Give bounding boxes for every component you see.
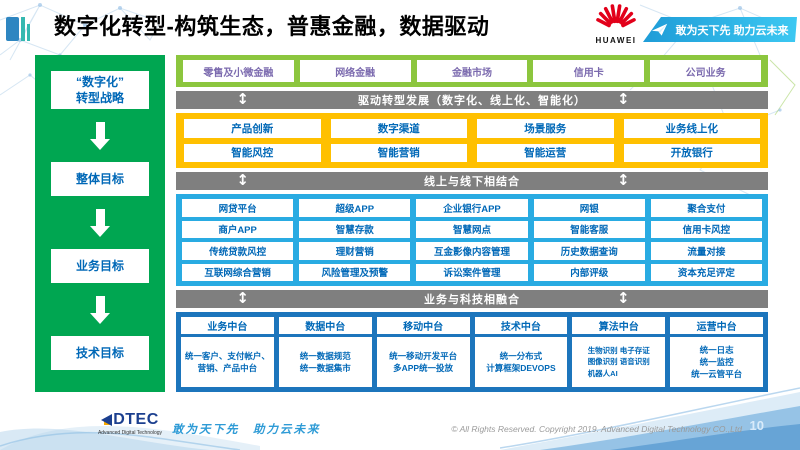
strategy-sidebar: “数字化” 转型战略 整体目标 业务目标 技术目标	[35, 55, 165, 392]
application-box: 流量对接	[650, 242, 762, 260]
band-tech-fusion: ↕ 业务与科技相融合 ↕	[176, 290, 768, 308]
capability-box: 产品创新	[184, 119, 321, 138]
application-box: 智能客服	[533, 220, 645, 238]
updown-arrow-icon: ↕	[617, 289, 630, 308]
updown-arrow-icon: ↕	[236, 289, 249, 308]
platform-title: 算法中台	[572, 317, 666, 334]
platform-body: 统一移动开发平台 多APP统一投放	[376, 337, 470, 387]
huawei-flower-icon	[596, 4, 636, 28]
sidebar-item-business-goal: 业务目标	[51, 249, 149, 284]
band-label: 驱动转型发展（数字化、线上化、智能化）	[358, 95, 586, 107]
capability-box: 智能营销	[330, 143, 467, 162]
application-box: 理财营销	[299, 242, 411, 260]
business-lines-row: 零售及小微金融 网络金融 金融市场 信用卡 公司业务	[176, 55, 768, 87]
platform-column: 数据中台 统一数据规范 统一数据集市	[278, 317, 372, 387]
application-box: 商户APP	[182, 220, 294, 238]
footer-slogan: 敢为天下先 助力云未来	[172, 424, 321, 436]
diagram-area: “数字化” 转型战略 整体目标 业务目标 技术目标 零售及小微金融 网络金融 金…	[35, 55, 768, 392]
capability-box: 智能风控	[184, 143, 321, 162]
platform-column: 技术中台 统一分布式 计算框架DEVOPS	[474, 317, 568, 387]
band-label: 线上与线下相结合	[424, 176, 520, 188]
application-box: 企业银行APP	[416, 199, 528, 217]
application-box: 互联网综合营销	[182, 263, 294, 281]
platform-body: 统一日志 统一监控 统一云管平台	[670, 337, 763, 387]
business-line-box: 零售及小微金融	[183, 60, 294, 82]
application-box: 内部评级	[533, 263, 645, 281]
platform-body: 统一客户、支付帐户、营销、产品中台	[181, 337, 274, 387]
application-box: 传统贷款风控	[182, 242, 294, 260]
platform-column: 运营中台 统一日志 统一监控 统一云管平台	[670, 317, 763, 387]
platform-title: 技术中台	[474, 317, 568, 334]
slogan-banner: 敢为天下先 助力云未来	[643, 17, 797, 42]
huawei-wordmark: HUAWEI	[595, 36, 637, 45]
platform-title: 移动中台	[376, 317, 470, 334]
title-marker-icon	[6, 17, 30, 41]
sidebar-item-tech-goal: 技术目标	[51, 336, 149, 370]
platform-title: 业务中台	[181, 317, 274, 334]
application-box: 智慧存款	[299, 220, 411, 238]
adtec-wordmark: DTEC	[113, 411, 159, 428]
diagram-main: 零售及小微金融 网络金融 金融市场 信用卡 公司业务 ↕ 驱动转型发展（数字化、…	[176, 55, 768, 392]
application-box: 网银	[533, 199, 645, 217]
platform-layer: 业务中台 统一客户、支付帐户、营销、产品中台 数据中台 统一数据规范 统一数据集…	[176, 312, 768, 392]
business-line-box: 信用卡	[533, 60, 645, 82]
platform-body: 统一数据规范 统一数据集市	[278, 337, 372, 387]
updown-arrow-icon: ↕	[236, 171, 249, 190]
capability-box: 开放银行	[623, 143, 760, 162]
down-arrow-icon	[90, 208, 110, 237]
platform-column: 业务中台 统一客户、支付帐户、营销、产品中台	[181, 317, 274, 387]
application-box: 历史数据查询	[533, 242, 645, 260]
capability-box: 智能运营	[477, 143, 614, 162]
down-arrow-icon	[90, 295, 110, 324]
sidebar-item-strategy: “数字化” 转型战略	[51, 71, 149, 110]
platform-column: 移动中台 统一移动开发平台 多APP统一投放	[376, 317, 470, 387]
platform-title: 数据中台	[278, 317, 372, 334]
application-box: 资本充足评定	[650, 263, 762, 281]
application-box: 诉讼案件管理	[416, 263, 528, 281]
banner-slogan-text: 敢为天下先 助力云未来	[675, 24, 789, 37]
updown-arrow-icon: ↕	[236, 90, 249, 109]
updown-arrow-icon: ↕	[617, 171, 630, 190]
adtec-subtitle: Advanced Digital Technology	[97, 430, 163, 436]
page-number: 10	[749, 418, 764, 433]
band-online-offline: ↕ 线上与线下相结合 ↕	[176, 172, 768, 190]
application-box: 智慧网点	[416, 220, 528, 238]
band-label: 业务与科技相融合	[424, 294, 520, 306]
huawei-logo: HUAWEI	[590, 4, 642, 45]
platform-title: 运营中台	[670, 317, 763, 334]
capability-box: 场景服务	[477, 119, 614, 138]
down-arrow-icon	[90, 121, 110, 150]
paper-plane-icon	[651, 23, 668, 37]
capability-box: 业务线上化	[623, 119, 760, 138]
page-title: 数字化转型-构筑生态，普惠金融，数据驱动	[54, 14, 490, 39]
application-box: 网贷平台	[182, 199, 294, 217]
business-line-box: 网络金融	[299, 60, 411, 82]
platform-body: 生物识别 电子存证 图像识别 语音识别 机器人AI	[572, 337, 666, 387]
application-box: 聚合支付	[650, 199, 762, 217]
updown-arrow-icon: ↕	[617, 90, 630, 109]
business-line-box: 公司业务	[650, 60, 761, 82]
application-box: 信用卡风控	[650, 220, 762, 238]
adtec-logo: DTEC Advanced Digital Technology	[94, 411, 166, 436]
business-line-box: 金融市场	[416, 60, 528, 82]
platform-column: 算法中台 生物识别 电子存证 图像识别 语音识别 机器人AI	[572, 317, 666, 387]
application-box: 互金影像内容管理	[416, 242, 528, 260]
application-systems: 网贷平台 超级APP 企业银行APP 网银 聚合支付 商户APP 智慧存款 智慧…	[176, 194, 768, 286]
copyright-text: © All Rights Reserved. Copyright 2019. A…	[451, 424, 742, 434]
transform-capabilities: 产品创新 数字渠道 场景服务 业务线上化 智能风控 智能营销 智能运营 开放银行	[176, 113, 768, 168]
adtec-arrow-icon	[101, 414, 113, 426]
capability-box: 数字渠道	[330, 119, 467, 138]
application-box: 风险管理及预警	[299, 263, 411, 281]
application-box: 超级APP	[299, 199, 411, 217]
platform-body: 统一分布式 计算框架DEVOPS	[474, 337, 568, 387]
sidebar-item-overall-goal: 整体目标	[51, 162, 149, 197]
band-drive-transform: ↕ 驱动转型发展（数字化、线上化、智能化） ↕	[176, 91, 768, 109]
